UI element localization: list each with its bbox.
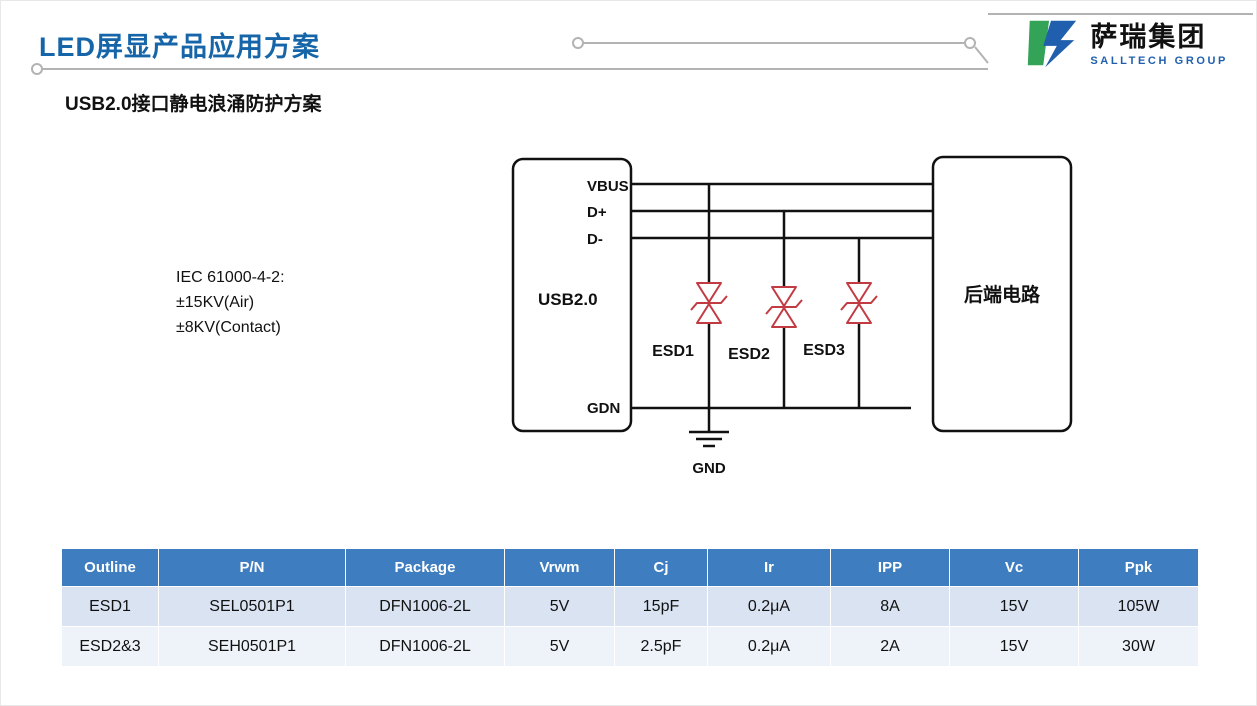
esd3-tvs-diode-icon [840,282,878,324]
ground-symbol-icon [689,408,729,448]
logo-text: 萨瑞集团 SALLTECH GROUP [1090,22,1228,67]
backend-box [931,155,1073,433]
column-header-vrwm: Vrwm [504,548,615,587]
table-cell: 8A [830,586,950,627]
column-header-cj: Cj [614,548,708,587]
company-logo: 萨瑞集团 SALLTECH GROUP [1022,15,1228,73]
logo-blue-shape [1043,20,1077,68]
table-cell: DFN1006-2L [345,586,505,627]
iec-note: IEC 61000-4-2: ±15KV(Air) ±8KV(Contact) [176,265,285,340]
table-cell: 5V [504,586,615,627]
logo-mark-icon [1028,20,1077,68]
pin-label-vbus: VBUS [587,178,629,195]
gnd-label: GND [692,460,726,477]
table-cell: 15V [949,586,1079,627]
esd3-label: ESD3 [803,342,845,359]
iec-note-line: ±8KV(Contact) [176,319,281,336]
logo-company-name: 萨瑞集团 [1090,21,1207,52]
table-cell: ESD2&3 [61,626,159,667]
usb-box-label: USB2.0 [538,290,598,309]
column-header-ipp: IPP [830,548,950,587]
table-cell: 105W [1078,586,1199,627]
table-cell: 0.2μA [707,586,831,627]
column-header-outline: Outline [61,548,159,587]
table-cell: SEH0501P1 [158,626,346,667]
iec-note-line: ±15KV(Air) [176,294,255,311]
backend-box-label: 后端电路 [964,283,1041,306]
iec-note-line: IEC 61000-4-2: [176,269,285,286]
column-header-package: Package [345,548,505,587]
logo-green-shape [1028,20,1050,66]
table-cell: SEL0501P1 [158,586,346,627]
circuit-diagram: VBUS D+ D- GDN USB2.0 后端电路 ESD1 ESD2 ESD… [511,155,1073,477]
table-cell: 30W [1078,626,1199,667]
section-title: USB2.0接口静电浪涌防护方案 [65,94,322,115]
esd1-tvs-diode-icon [690,282,728,324]
pin-label-dminus: D- [587,231,603,248]
table-cell: 2.5pF [614,626,708,667]
table-cell: 2A [830,626,950,667]
esd1-label: ESD1 [652,343,694,360]
column-header-ir: Ir [707,548,831,587]
table-cell: 5V [504,626,615,667]
table-cell: 15pF [614,586,708,627]
table-cell: 15V [949,626,1079,667]
pin-label-dplus: D+ [587,204,607,221]
column-header-p-n: P/N [158,548,346,587]
pin-label-gdn: GDN [587,400,620,417]
esd2-label: ESD2 [728,346,770,363]
table-cell: 0.2μA [707,626,831,667]
column-header-ppk: Ppk [1078,548,1199,587]
table-cell: ESD1 [61,586,159,627]
column-header-vc: Vc [949,548,1079,587]
page-title: LED屏显产品应用方案 [39,32,320,62]
usb-box [511,157,633,433]
logo-company-subtitle: SALLTECH GROUP [1090,54,1228,67]
table-cell: DFN1006-2L [345,626,505,667]
esd2-tvs-diode-icon [765,286,803,328]
